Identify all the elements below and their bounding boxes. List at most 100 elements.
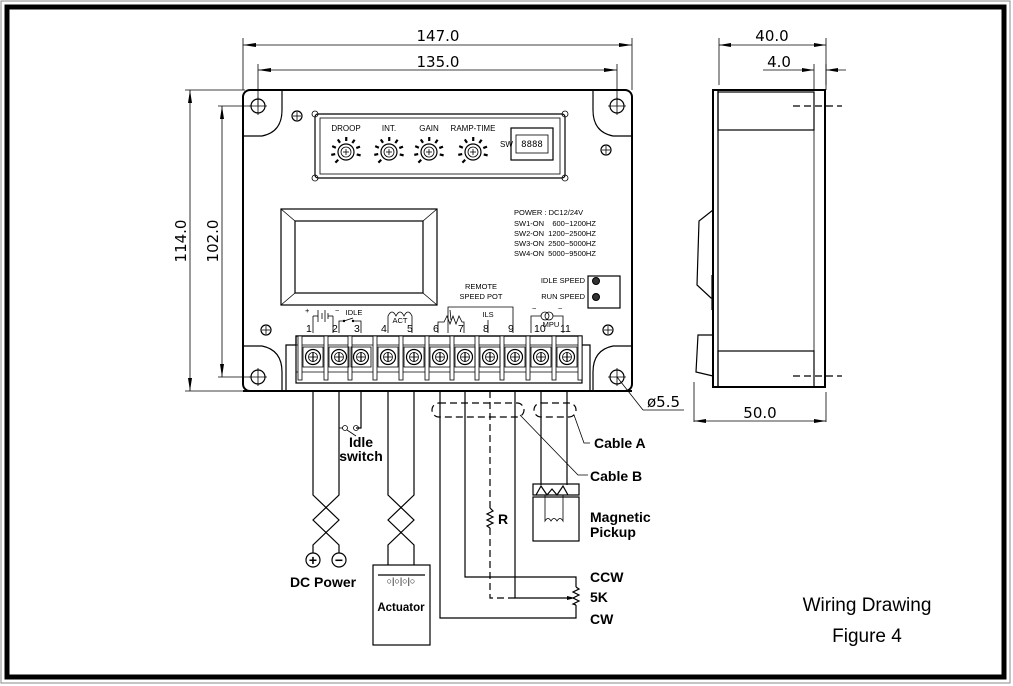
trim-pot-gain-icon[interactable]	[414, 136, 444, 164]
terminal-number: 6	[433, 323, 439, 335]
screw-icon	[291, 110, 303, 122]
terminal-screw-icon[interactable]	[479, 346, 501, 368]
terminal-divider	[323, 335, 329, 381]
terminal-divider	[398, 335, 404, 381]
terminal-number: 7	[458, 323, 464, 335]
controller-side-view	[695, 89, 842, 388]
terminal-screw-icon[interactable]	[556, 346, 578, 368]
trim-pot-ramptime-icon[interactable]	[458, 136, 488, 164]
terminal-divider	[372, 335, 378, 381]
screw-icon	[600, 144, 612, 156]
terminal-divider	[297, 335, 303, 381]
dim-102: 102.0	[204, 220, 222, 263]
dimension-side-lip: 4.0	[763, 53, 846, 90]
dim-114: 114.0	[172, 220, 190, 263]
screw-icon	[260, 324, 272, 336]
remote-pot-label-1: REMOTE	[465, 282, 497, 291]
run-speed-label: RUN SPEED	[541, 292, 585, 301]
terminal-screw-icon[interactable]	[403, 346, 425, 368]
dc-plus-sign: +	[309, 552, 317, 568]
terminal-screw-icon[interactable]	[429, 346, 451, 368]
terminal-divider	[474, 335, 480, 381]
spec-block: POWER : DC12/24V SW1-ON 600~1200HZ SW2-O…	[514, 208, 596, 258]
pot-label-gain: GAIN	[419, 124, 439, 133]
cable-b-label: Cable B	[590, 468, 642, 484]
terminal-divider	[525, 335, 531, 381]
spec-sw1: SW1-ON 600~1200HZ	[514, 219, 596, 228]
idle-speed-label: IDLE SPEED	[541, 276, 586, 285]
terminal-number: 1	[306, 323, 312, 335]
dc-minus-terminal-icon	[331, 552, 347, 568]
cable-b-shield	[431, 402, 525, 418]
run-speed-trim-icon[interactable]	[592, 293, 600, 301]
dc-minus-sign: −	[335, 552, 343, 568]
dimension-hole-height: 102.0	[204, 105, 250, 378]
cable-a-label: Cable A	[594, 435, 646, 451]
terminal-number: 11	[560, 323, 571, 335]
switch-label: SW	[500, 140, 513, 149]
cable-a-shield	[533, 402, 577, 418]
mounting-hole-icon	[249, 97, 267, 115]
idle-label: IDLE	[346, 308, 363, 317]
spec-sw2: SW2-ON 1200~2500HZ	[514, 229, 596, 238]
dimension-overall-width: 147.0	[242, 27, 633, 90]
pot-5k-label: 5K	[590, 589, 608, 605]
terminal-block	[285, 335, 591, 391]
terminal-divider	[551, 335, 557, 381]
pot-label-ramp-time: RAMP-TIME	[451, 124, 496, 133]
terminal-screw-icon[interactable]	[530, 346, 552, 368]
actuator-box: ○|○|○|○	[372, 564, 431, 646]
dimension-overall-height: 114.0	[172, 89, 245, 392]
idle-switch-label-1: Idle	[349, 434, 373, 450]
adjustment-panel: DROOP INT. GAIN RAMP-TIME SW 8888	[311, 110, 569, 182]
terminal-divider	[577, 335, 583, 381]
pot-label-int: INT.	[382, 124, 396, 133]
terminal-screw-icon[interactable]	[504, 346, 526, 368]
dim-40: 40.0	[755, 27, 788, 45]
mpu-tilde: ~	[558, 304, 563, 313]
terminal-number: 8	[483, 323, 489, 335]
terminal-divider	[449, 335, 455, 381]
terminal-screw-icon[interactable]	[302, 346, 324, 368]
mounting-hole-icon	[249, 368, 267, 386]
magnetic-label-2: Pickup	[590, 524, 636, 540]
plus-sign: +	[305, 306, 310, 315]
dimension-side-depth: 40.0	[718, 27, 827, 85]
screw-icon	[602, 324, 614, 336]
idle-speed-trim-icon[interactable]	[592, 277, 600, 285]
terminal-number: 4	[381, 323, 387, 335]
terminal-number: 9	[508, 323, 514, 335]
mpu-label: MPU	[543, 320, 560, 329]
dimension-hole-width: 135.0	[257, 53, 618, 105]
terminal-number: 2	[332, 323, 338, 335]
dim-135: 135.0	[417, 53, 460, 71]
actuator-label: Actuator	[377, 602, 425, 614]
spec-power: POWER : DC12/24V	[514, 208, 583, 217]
minus-sign: −	[335, 306, 340, 315]
wiring: Idle switch + − DC Power ○|○|○|○ Actuato…	[290, 391, 651, 646]
battery-icon	[312, 310, 334, 333]
spec-sw3: SW3-ON 2500~5000HZ	[514, 239, 596, 248]
terminal-screw-icon[interactable]	[377, 346, 399, 368]
terminal-screw-icon[interactable]	[454, 346, 476, 368]
terminal-screw-icon[interactable]	[328, 346, 350, 368]
trim-pot-droop-icon[interactable]	[331, 136, 361, 164]
dim-4: 4.0	[767, 53, 791, 71]
trim-pot-int-icon[interactable]	[374, 136, 404, 164]
dc-plus-terminal-icon	[305, 552, 321, 568]
svg-text:○|○|○|○: ○|○|○|○	[387, 576, 416, 586]
remote-pot-label-2: SPEED POT	[460, 292, 503, 301]
caption-title: Wiring Drawing	[803, 595, 932, 616]
dip-switch-icon[interactable]: 8888	[521, 140, 543, 150]
terminal-screw-icon[interactable]	[350, 346, 372, 368]
dim-147: 147.0	[417, 27, 460, 45]
magnetic-pickup	[532, 483, 580, 542]
actuator-coil-icon	[387, 311, 413, 333]
terminal-number: 10	[534, 323, 546, 335]
terminal-number: 5	[407, 323, 413, 335]
mounting-hole-icon	[608, 97, 626, 115]
pot-label-droop: DROOP	[331, 124, 360, 133]
hole-diameter-dim: ø5.5	[647, 393, 680, 411]
